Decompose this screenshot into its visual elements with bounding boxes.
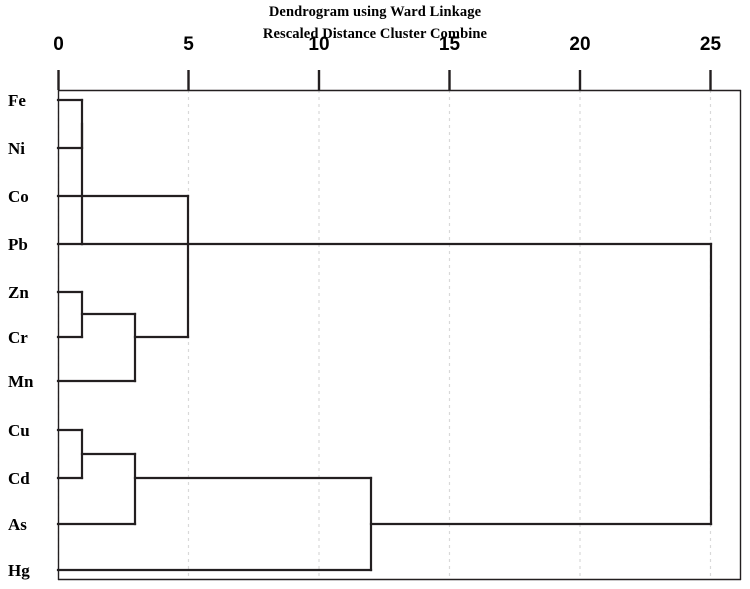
axis-ticks xyxy=(57,70,712,90)
plot-frame xyxy=(57,89,742,581)
figure-title-block: Dendrogram using Ward Linkage Rescaled D… xyxy=(0,3,750,44)
gridlines xyxy=(57,90,712,580)
figure-title: Dendrogram using Ward Linkage xyxy=(268,4,482,20)
figure-subtitle: Rescaled Distance Cluster Combine xyxy=(262,26,488,42)
dendrogram-links xyxy=(56,98,713,572)
